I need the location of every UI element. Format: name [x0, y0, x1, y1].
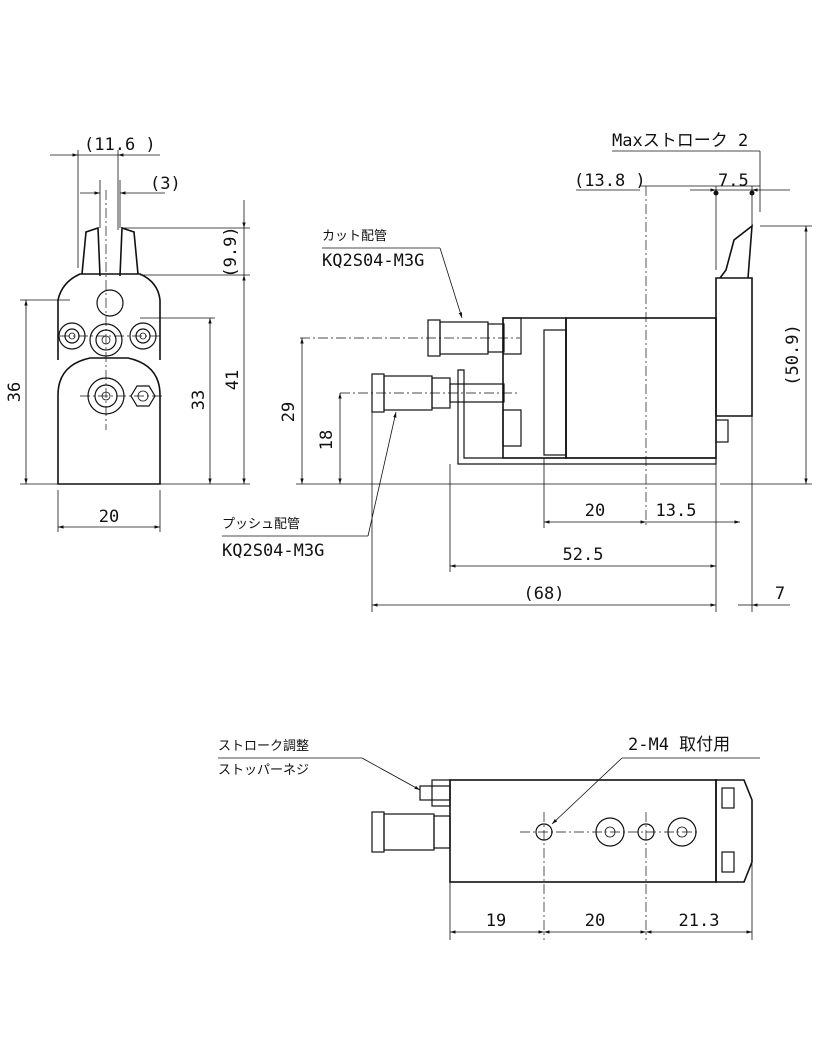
dim-13-8: (13.8 )	[574, 171, 646, 191]
dim-7: 7	[775, 584, 785, 604]
top-view: 19 20 21.3 ストローク調整 ストッパーネジ 2-M4 取付用	[218, 735, 760, 940]
stopper-label-2: ストッパーネジ	[218, 763, 309, 778]
dim-7-5: 7.5	[718, 171, 749, 191]
mount-label: 2-M4 取付用	[628, 735, 730, 755]
dim-11-6: (11.6 )	[84, 135, 156, 155]
dim-52-5: 52.5	[563, 545, 604, 565]
dim-50-9: (50.9)	[783, 324, 803, 385]
dim-41: 41	[223, 370, 243, 390]
dim-20-front: 20	[99, 507, 119, 527]
dim-18: 18	[317, 430, 337, 450]
dim-29: 29	[279, 402, 299, 422]
dim-68: (68)	[524, 584, 565, 604]
push-pipe-label: プッシュ配管	[222, 517, 300, 532]
push-pipe-part: KQ2S04-M3G	[222, 541, 324, 561]
cut-pipe-label: カット配管	[322, 229, 387, 244]
dim-33: 33	[189, 390, 209, 410]
dim-19: 19	[486, 911, 506, 931]
cut-pipe-part: KQ2S04-M3G	[322, 251, 424, 271]
side-view: Maxストローク 2 (13.8 ) 7.5 (50.9) 29 18 20 1…	[222, 131, 812, 612]
dim-13-5: 13.5	[656, 501, 697, 521]
dim-3: (3)	[150, 174, 181, 194]
dim-21-3: 21.3	[679, 911, 720, 931]
stopper-label-1: ストローク調整	[218, 739, 309, 754]
front-view: (11.6 ) (3) (9.9) 36 33 41 20	[5, 135, 250, 532]
dim-20-side: 20	[585, 501, 605, 521]
max-stroke: Maxストローク 2	[612, 131, 748, 151]
dim-36: 36	[5, 382, 25, 402]
dim-9-9: (9.9)	[221, 226, 241, 277]
dim-20-top: 20	[585, 911, 605, 931]
